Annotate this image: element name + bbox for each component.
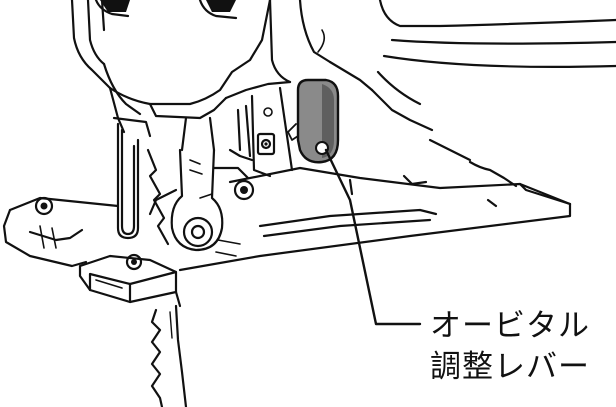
base-plate xyxy=(2,138,572,308)
callout-label-line1: オービタル xyxy=(430,308,590,344)
orbital-lever xyxy=(287,78,340,164)
leader-line xyxy=(324,148,422,326)
callout-label-line2: 調整レバー xyxy=(430,349,590,385)
blade-guide xyxy=(112,104,255,257)
selector-plate xyxy=(250,86,294,178)
saw-blade xyxy=(146,148,188,407)
jigsaw-body xyxy=(70,0,616,152)
